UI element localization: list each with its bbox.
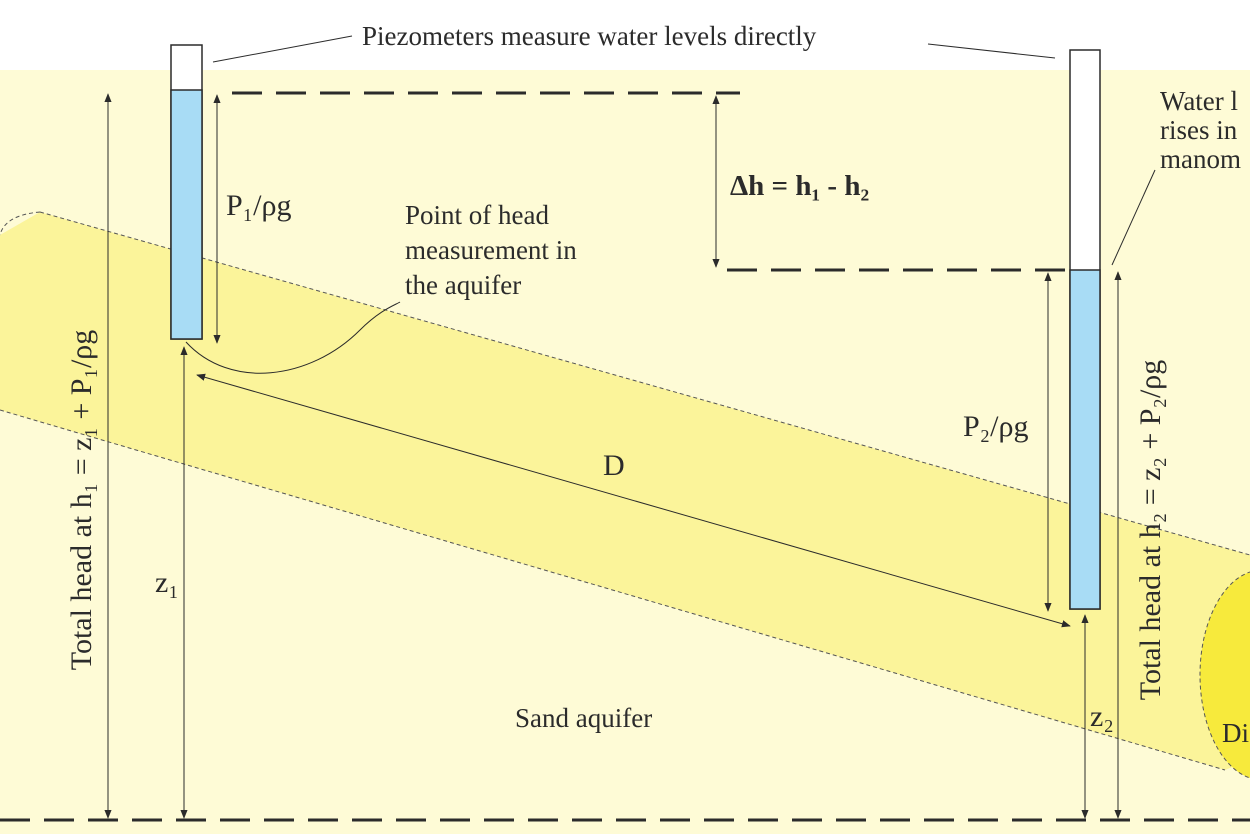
piezometer-1-water xyxy=(170,89,203,340)
total-head-2-label: Total head at h₂ = z₂ + P₂/ρg xyxy=(1134,360,1167,701)
total-head-1-label: Total head at h₁ = z₁ + P₁/ρg xyxy=(65,330,98,671)
measurement-point-curve xyxy=(185,301,401,374)
manometer-note-line-2: rises in xyxy=(1160,115,1238,145)
manometer-leader xyxy=(1111,169,1156,266)
manometer-note-line-1: Water l xyxy=(1160,86,1238,116)
elevation-1-label: z₁ xyxy=(155,566,179,599)
piezometer-2-water xyxy=(1069,269,1101,610)
sand-aquifer-label: Sand aquifer xyxy=(515,703,652,733)
elevation-2-label: z₂ xyxy=(1090,700,1114,733)
distance-arrow xyxy=(196,373,1071,628)
measurement-point-label-2: measurement in xyxy=(405,235,577,265)
diagram-title: Piezometers measure water levels directl… xyxy=(362,21,817,51)
title-leader-left xyxy=(212,35,353,63)
measurement-point-label-1: Point of head xyxy=(405,200,549,230)
aquifer-left-end xyxy=(0,211,41,236)
head-difference-label: Δh = h₁ - h₂ xyxy=(730,170,869,202)
measurement-point-label-3: the aquifer xyxy=(405,270,521,300)
distance-label: D xyxy=(603,449,625,482)
pressure-head-1-label: P₁/ρg xyxy=(226,189,291,222)
manometer-note-line-3: manom xyxy=(1160,144,1241,174)
cut-label: Di xyxy=(1222,718,1249,748)
aquifer-cross-section xyxy=(1199,571,1250,779)
title-leader-right xyxy=(927,43,1056,59)
pressure-head-2-label: P₂/ρg xyxy=(963,410,1028,443)
